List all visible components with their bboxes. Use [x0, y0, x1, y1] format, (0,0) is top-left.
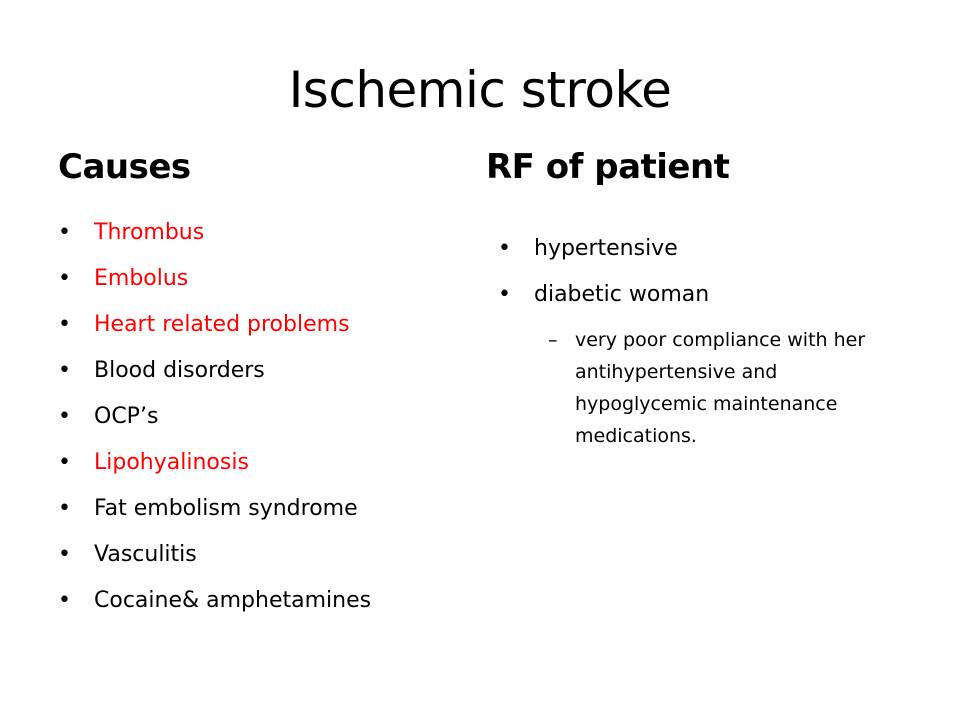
list-item: • diabetic woman: [498, 272, 709, 318]
cause-item-text: Thrombus: [94, 220, 205, 245]
rf-item-text: hypertensive: [534, 236, 678, 261]
rf-item-text: diabetic woman: [534, 282, 710, 307]
rf-sub-item: – very poor compliance with her antihype…: [548, 324, 878, 452]
cause-item-text: Embolus: [94, 266, 189, 291]
cause-item-text: OCP’s: [94, 404, 159, 429]
cause-item-text: Heart related problems: [94, 312, 350, 337]
list-item: • Fat embolism syndrome: [58, 486, 371, 532]
list-item: • Thrombus: [58, 210, 371, 256]
bullet-icon: •: [58, 358, 71, 383]
causes-list: • Thrombus • Embolus • Heart related proble…: [58, 210, 371, 624]
cause-item-text: Fat embolism syndrome: [94, 496, 358, 521]
cause-item-text: Lipohyalinosis: [94, 450, 249, 475]
bullet-icon: •: [58, 404, 71, 429]
list-item: • Blood disorders: [58, 348, 371, 394]
bullet-icon: •: [58, 496, 71, 521]
bullet-icon: •: [498, 282, 511, 307]
bullet-icon: •: [498, 236, 511, 261]
rf-heading: RF of patient: [486, 147, 730, 187]
slide-title: Ischemic stroke: [288, 61, 672, 119]
bullet-icon: •: [58, 450, 71, 475]
list-item: • Cocaine& amphetamines: [58, 578, 371, 624]
bullet-icon: •: [58, 220, 71, 245]
bullet-icon: •: [58, 588, 71, 613]
bullet-icon: •: [58, 266, 71, 291]
cause-item-text: Cocaine& amphetamines: [94, 588, 372, 613]
cause-item-text: Vasculitis: [94, 542, 197, 567]
causes-heading: Causes: [58, 147, 191, 187]
list-item: • Vasculitis: [58, 532, 371, 578]
dash-icon: –: [548, 329, 558, 351]
bullet-icon: •: [58, 542, 71, 567]
list-item: • hypertensive: [498, 226, 709, 272]
list-item: • Embolus: [58, 256, 371, 302]
list-item: • OCP’s: [58, 394, 371, 440]
bullet-icon: •: [58, 312, 71, 337]
list-item: • Heart related problems: [58, 302, 371, 348]
rf-list: • hypertensive • diabetic woman: [498, 226, 709, 318]
cause-item-text: Blood disorders: [94, 358, 265, 383]
list-item: • Lipohyalinosis: [58, 440, 371, 486]
rf-sub-item-text: very poor compliance with her antihypert…: [575, 329, 866, 447]
